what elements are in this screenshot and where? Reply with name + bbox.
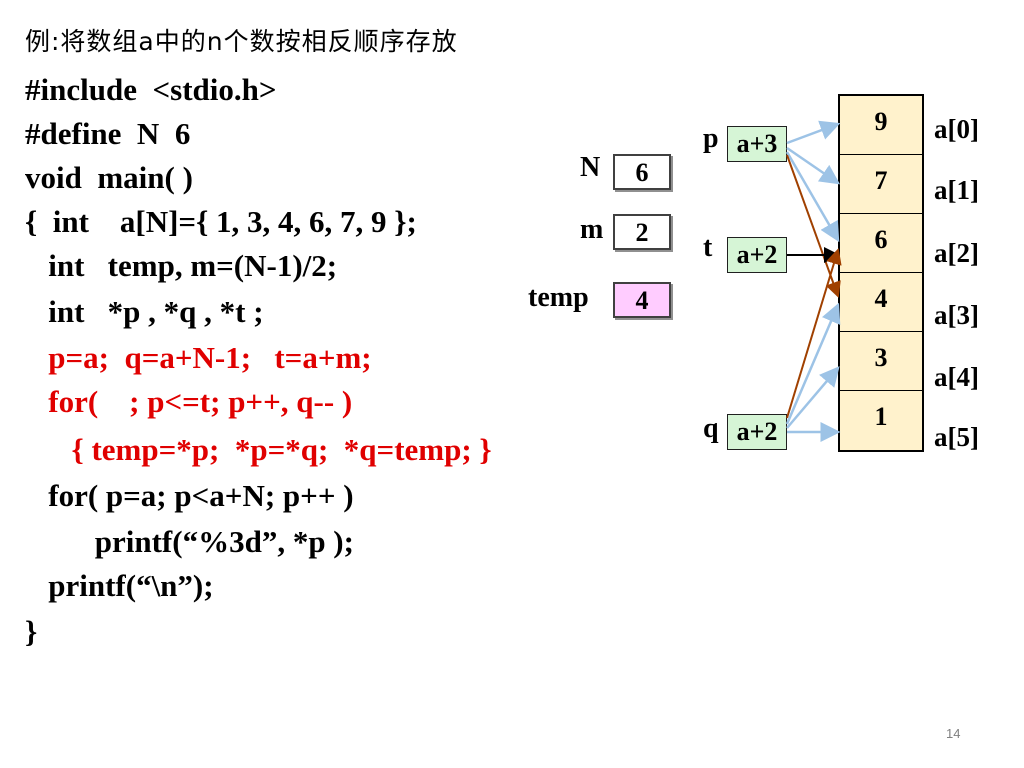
code-line: } [25, 614, 38, 649]
var-box-m: 2 [613, 214, 671, 250]
pointer-box-p: a+3 [727, 126, 787, 162]
code-line: for( p=a; p<a+N; p++ ) [25, 478, 354, 513]
pointer-label-p: p [703, 123, 719, 154]
var-label-m: m [580, 214, 604, 245]
pointer-label-t: t [703, 232, 713, 263]
p-history-arrows [785, 120, 841, 243]
code-line: int temp, m=(N-1)/2; [25, 248, 338, 283]
pointer-label-q: q [703, 413, 719, 444]
array-index-label: a[2] [934, 238, 979, 268]
q-current-arrow [786, 248, 842, 419]
code-line: printf(“\n”); [25, 568, 214, 603]
code-line: int *p , *q , *t ; [25, 294, 264, 329]
array-index-label: a[1] [934, 175, 979, 205]
p-current-arrow [786, 154, 841, 298]
code-line: printf(“%3d”, *p ); [25, 524, 354, 559]
code-line: { int a[N]={ 1, 3, 4, 6, 7, 9 }; [25, 204, 417, 239]
var-box-n: 6 [613, 154, 671, 190]
array-cell: 6 [840, 214, 922, 273]
array-index-label: a[4] [934, 362, 979, 392]
var-label-temp: temp [528, 282, 589, 313]
array-cell: 4 [840, 273, 922, 332]
array-cell: 3 [840, 332, 922, 391]
array-index-label: a[3] [934, 300, 979, 330]
pointer-box-q: a+2 [727, 414, 787, 450]
array-cell: 1 [840, 391, 922, 450]
var-label-n: N [580, 152, 601, 183]
code-line: p=a; q=a+N-1; t=a+m; [25, 340, 372, 375]
array-cell: 7 [840, 155, 922, 214]
code-line: #include <stdio.h> [25, 72, 277, 107]
array-a: 9 7 6 4 3 1 [838, 94, 924, 452]
code-line: for( ; p<=t; p++, q-- ) [25, 384, 353, 419]
code-line: void main( ) [25, 160, 193, 195]
slide-title: 例:将数组a中的n个数按相反顺序存放 [25, 27, 458, 56]
var-box-temp: 4 [613, 282, 671, 318]
pointer-box-t: a+2 [727, 237, 787, 273]
array-index-label: a[0] [934, 114, 979, 144]
page-number: 14 [946, 726, 961, 741]
code-line: #define N 6 [25, 116, 191, 151]
array-cell: 9 [840, 96, 922, 155]
code-line: { temp=*p; *p=*q; *q=temp; } [25, 432, 492, 467]
q-history-arrows [785, 302, 841, 442]
array-index-label: a[5] [934, 422, 979, 452]
